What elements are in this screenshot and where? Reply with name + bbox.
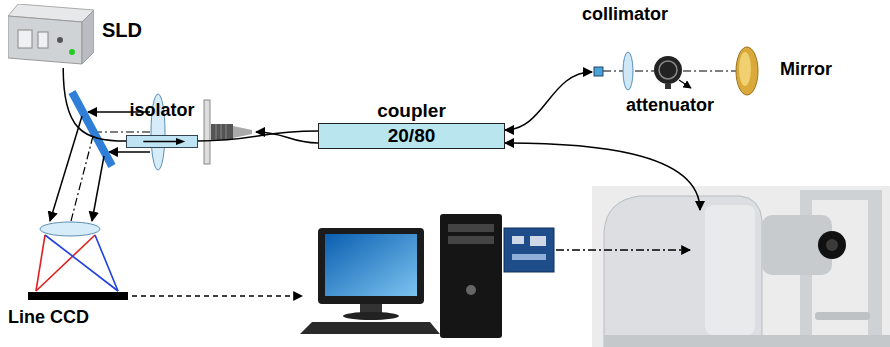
part-label: collimator — [582, 3, 668, 25]
scanner-photo-ground — [592, 186, 890, 347]
label-row: isolator — [126, 99, 198, 121]
device-side — [82, 10, 94, 64]
monitor-base — [343, 312, 399, 320]
keyboard — [300, 322, 440, 334]
red-ray — [36, 235, 45, 291]
headrest-post — [868, 192, 882, 347]
mirror — [736, 47, 758, 95]
chin-rest — [815, 312, 870, 320]
board-chip — [512, 236, 524, 244]
isolator-body — [126, 135, 198, 148]
diffracted-beam — [92, 156, 104, 221]
focusing-lens — [40, 222, 100, 236]
drive-bay — [448, 236, 494, 244]
scanner-base — [604, 335, 890, 347]
connector-knurl — [221, 124, 222, 140]
connector-knurl — [216, 124, 217, 140]
device-panel — [18, 30, 32, 48]
part-label: attenuator — [626, 94, 714, 116]
eyepiece-lens — [818, 231, 846, 259]
component-label: isolator — [129, 99, 194, 121]
device-name: SLD — [102, 18, 142, 42]
diffracted-beam — [50, 116, 82, 221]
computer-tower — [440, 214, 502, 338]
mirror-highlight — [739, 52, 751, 86]
sld-device — [8, 4, 94, 66]
light-source: SLD — [8, 4, 146, 68]
red-ray — [36, 235, 95, 291]
coupler-box: 20/80 — [318, 123, 505, 149]
leader-line — [679, 80, 691, 88]
fiber-mount-plate — [204, 100, 210, 164]
reference-arm-fiber — [505, 72, 592, 130]
connector-tip — [233, 126, 252, 138]
blue-ray — [45, 235, 118, 291]
collimator-lens — [623, 52, 633, 90]
monitor-screen — [325, 234, 417, 296]
device-front — [8, 16, 82, 64]
device-panel — [38, 32, 48, 48]
fiber-connector — [63, 68, 126, 141]
split-ratio: 20/80 — [388, 124, 436, 147]
detection-fiber — [256, 132, 318, 143]
label-row: coupler — [318, 99, 505, 123]
drive-bay — [448, 224, 494, 232]
fiber-connector — [198, 131, 318, 141]
arrow-head — [176, 138, 185, 145]
part-label: Line CCD — [8, 306, 89, 328]
attenuator-stand — [665, 84, 671, 89]
scanner-console — [604, 196, 762, 347]
scanner-panel — [705, 205, 755, 335]
connector-knurl — [226, 124, 227, 140]
beam-axis — [98, 131, 150, 132]
arrow-shaft — [143, 141, 178, 143]
line-ccd-sensor — [28, 292, 128, 300]
eyepiece-lens-core — [826, 239, 838, 251]
board-chip — [512, 254, 546, 260]
beam-axis — [71, 136, 93, 221]
attenuator-ring — [659, 61, 677, 79]
attenuator-disk — [654, 56, 682, 84]
component-label: coupler — [377, 99, 446, 123]
data-link — [132, 295, 302, 296]
optical-component: isolator — [126, 99, 198, 148]
sample-arm-fiber — [505, 143, 700, 210]
blue-ray — [95, 235, 118, 291]
fiber-coupler: coupler20/80 — [318, 99, 505, 149]
fiber-collimator — [594, 67, 603, 76]
light-beam — [109, 151, 150, 153]
monitor-frame — [318, 228, 424, 304]
control-link — [556, 249, 690, 250]
tower-logo — [466, 285, 476, 295]
board-chip — [530, 236, 546, 246]
device-knob — [57, 37, 63, 43]
acquisition-board — [504, 228, 554, 272]
fiber-connector — [211, 124, 233, 140]
device-led — [69, 49, 75, 55]
part-label: Mirror — [780, 58, 832, 80]
isolator-arrow — [127, 136, 197, 147]
